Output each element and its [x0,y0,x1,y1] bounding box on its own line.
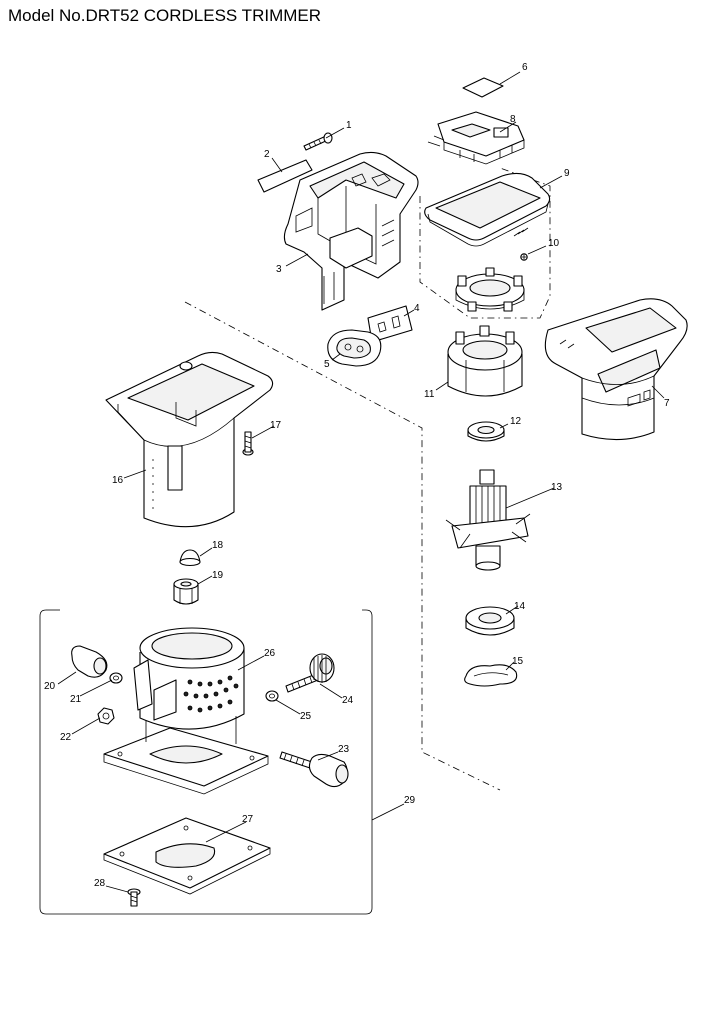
housing-set-icon[interactable] [283,151,419,311]
leader-lines [57,71,665,893]
callout-11: 11 [424,389,435,400]
callout-28: 28 [94,878,106,889]
callout-15: 15 [512,656,524,667]
callout-22: 22 [60,732,72,743]
motor-housing-icon[interactable] [105,351,274,528]
wave-washer-icon[interactable] [464,664,518,687]
callout-20: 20 [44,681,56,692]
label-strip-icon[interactable] [257,159,313,193]
rotor-icon[interactable] [445,469,531,571]
callout-numbers: 1 2 3 4 5 6 7 8 9 10 11 12 13 14 15 16 1… [44,62,670,889]
screw-icon[interactable] [303,132,333,151]
screw-icon[interactable] [242,431,254,456]
callout-6: 6 [522,62,528,73]
callout-14: 14 [514,601,526,612]
switch-button-icon[interactable] [327,329,382,367]
assembly-centerlines [184,167,551,791]
clamp-lever-icon[interactable] [71,645,108,678]
callout-25: 25 [300,711,312,722]
callout-3: 3 [276,264,282,275]
trimmer-base-assembly-icon[interactable] [39,609,373,915]
callout-5: 5 [324,359,330,370]
base-plate-icon[interactable] [103,817,271,895]
pan-head-screw-icon[interactable] [127,888,141,907]
collet-nut-icon[interactable] [173,578,199,605]
housing-half-icon[interactable] [544,298,688,441]
callout-12: 12 [510,416,522,427]
callout-21: 21 [70,694,82,705]
callout-17: 17 [270,420,282,431]
ball-bearing-icon[interactable] [465,606,515,636]
base-foot-icon[interactable] [103,716,269,795]
callout-26: 26 [264,648,276,659]
adjust-screw-icon[interactable] [285,653,335,693]
page-title: Model No.DRT52 CORDLESS TRIMMER [8,6,322,25]
callout-4: 4 [414,303,420,314]
callout-9: 9 [564,168,570,179]
pad-icon[interactable] [462,77,504,98]
callout-18: 18 [212,540,224,551]
hex-nut-icon[interactable] [97,707,115,725]
flat-washer-icon[interactable] [109,672,123,684]
callout-23: 23 [338,744,350,755]
callout-16: 16 [112,475,124,486]
callout-13: 13 [551,482,563,493]
stator-icon[interactable] [447,325,523,397]
collet-cone-icon[interactable] [179,549,201,567]
controller-icon[interactable] [424,172,551,247]
bearing-holder-icon[interactable] [455,267,525,312]
screw-knob-icon[interactable] [279,751,349,788]
callout-2: 2 [264,149,270,160]
callout-7: 7 [664,398,670,409]
terminal-icon[interactable] [427,111,525,165]
bearing-retainer-icon[interactable] [467,421,505,442]
callout-29: 29 [404,795,416,806]
callout-8: 8 [510,114,516,125]
base-cylinder-icon[interactable] [133,627,245,730]
callout-24: 24 [342,695,354,706]
callout-19: 19 [212,570,224,581]
callout-27: 27 [242,814,254,825]
tapping-screw-icon[interactable] [520,253,528,261]
callout-1: 1 [346,120,352,131]
flat-washer-icon[interactable] [265,690,279,702]
callout-10: 10 [548,238,560,249]
